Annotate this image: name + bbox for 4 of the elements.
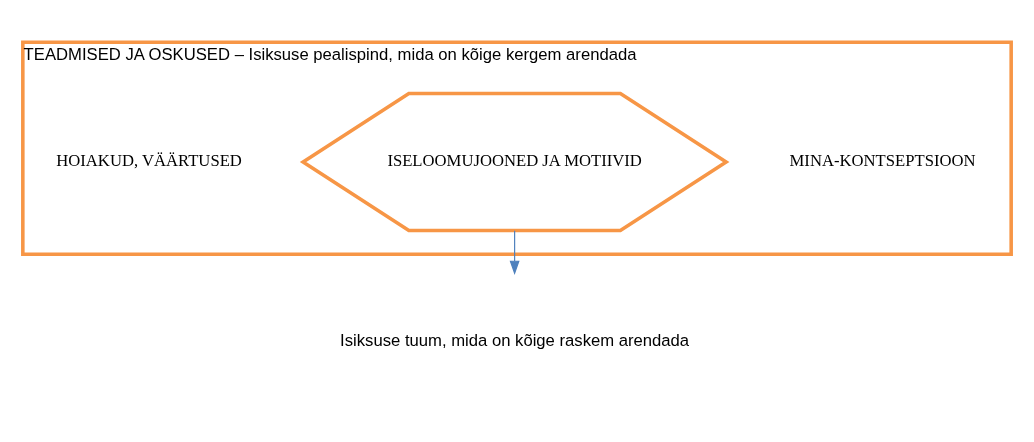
node-text: Isiksuse tuum, mida on kõige raskem arendada bbox=[340, 330, 690, 350]
label: HOIAKUD, VÄÄRTUSED bbox=[56, 150, 242, 170]
arrow bbox=[509, 229, 520, 275]
label: MINA-KONTSEPTSIOON bbox=[789, 150, 976, 170]
